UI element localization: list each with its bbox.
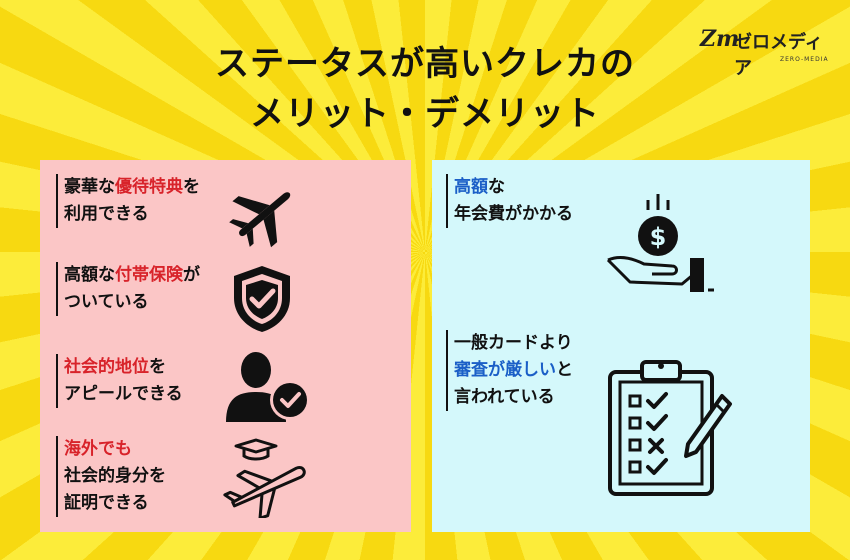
merit-item-1: 豪華な優待特典を 利用できる — [56, 174, 200, 228]
demerit-item-2: 一般カードより 審査が厳しいと 言われている — [446, 330, 573, 411]
graduation-plane-icon — [223, 438, 306, 518]
merit-1-line2: 利用できる — [64, 204, 149, 224]
merit-item-4: 海外でも 社会的身分を 証明できる — [56, 436, 166, 517]
merit-4-line2: 社会的身分を — [64, 466, 166, 486]
merit-1-highlight: 優待特典 — [115, 177, 183, 197]
merit-3-post: を — [149, 357, 166, 377]
merit-3-highlight: 社会的地位 — [64, 357, 149, 377]
airplane-icon — [229, 192, 291, 248]
demerit-2-highlight: 審査が厳しい — [454, 360, 556, 380]
merit-3-line2: アピールできる — [64, 384, 183, 404]
person-check-icon — [226, 352, 310, 422]
merit-1-post: を — [183, 177, 200, 197]
demerit-item-1: 高額な 年会費がかかる — [446, 174, 573, 228]
merit-4-line3: 証明できる — [64, 493, 149, 513]
merit-1-pre: 豪華な — [64, 177, 115, 197]
demerit-2-line3: 言われている — [454, 387, 555, 407]
merit-2-post: が — [183, 265, 200, 285]
demerit-1-post: な — [488, 177, 505, 197]
demerits-panel: 高額な 年会費がかかる $ 一般カードより 審査が厳しいと 言われている — [432, 160, 810, 532]
demerit-1-highlight: 高額 — [454, 177, 488, 197]
merit-2-highlight: 付帯保険 — [115, 265, 183, 285]
page-title-line2: メリット・デメリット — [250, 94, 600, 134]
svg-text:$: $ — [650, 223, 667, 251]
merit-item-2: 高額な付帯保険が ついている — [56, 262, 200, 316]
merits-panel: 豪華な優待特典を 利用できる 高額な付帯保険が ついている 社会的地位を アピー… — [40, 160, 411, 532]
logo-text: ゼロメディア — [734, 32, 823, 79]
demerit-1-line2: 年会費がかかる — [454, 204, 573, 224]
merit-2-pre: 高額な — [64, 265, 115, 285]
demerit-2-post: と — [556, 360, 573, 380]
merit-item-3: 社会的地位を アピールできる — [56, 354, 183, 408]
page-title-line1: ステータスが高いクレカの — [215, 44, 635, 84]
logo-subtext: ZERO-MEDIA — [780, 56, 829, 63]
shield-check-icon — [234, 266, 290, 332]
checklist-icon — [608, 360, 732, 496]
brand-logo: Zm ゼロメディア ZERO-MEDIA — [700, 24, 830, 79]
hand-dollar-icon: $ — [606, 194, 714, 292]
demerit-2-line1: 一般カードより — [454, 333, 573, 353]
merit-4-highlight: 海外でも — [64, 439, 132, 459]
merit-2-line2: ついている — [64, 292, 149, 312]
logo-mark: Zm — [700, 26, 740, 52]
